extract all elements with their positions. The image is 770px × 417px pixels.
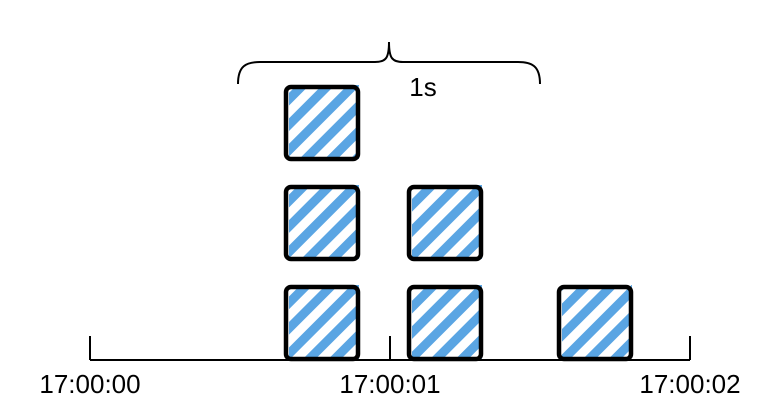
request-box	[556, 284, 634, 362]
box-outline	[283, 184, 361, 262]
timeline-axis: 17:00:00 17:00:01 17:00:02	[39, 336, 741, 399]
box-fill	[289, 285, 359, 359]
box-outline	[283, 84, 361, 162]
tick-label: 17:00:01	[339, 369, 440, 399]
request-box	[283, 284, 361, 362]
request-box	[283, 84, 361, 162]
box-fill	[412, 285, 482, 359]
window-brace: 1s	[237, 41, 541, 102]
request-box	[406, 284, 484, 362]
request-boxes	[283, 84, 634, 362]
request-box	[406, 184, 484, 262]
box-fill	[412, 185, 482, 259]
window-label: 1s	[409, 72, 436, 102]
brace-path	[237, 41, 541, 85]
box-outline	[406, 184, 484, 262]
tick-label: 17:00:00	[39, 369, 140, 399]
box-fill	[562, 285, 632, 359]
request-box	[283, 184, 361, 262]
box-fill	[289, 185, 359, 259]
box-fill	[289, 85, 359, 159]
tick-label: 17:00:02	[639, 369, 740, 399]
